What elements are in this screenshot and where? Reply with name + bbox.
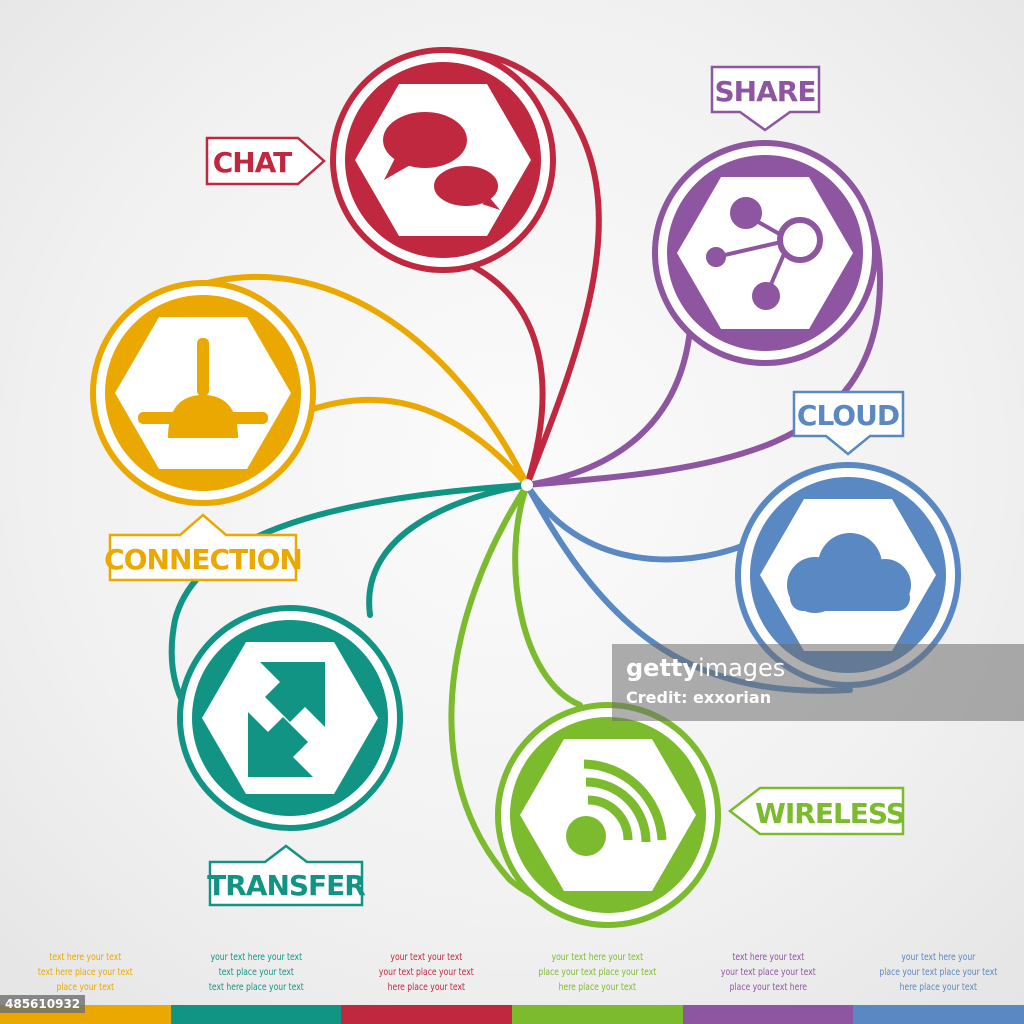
text-line: place your text here [729, 982, 807, 993]
label-chat: CHAT [213, 146, 292, 179]
text-column: your text your text your text place your … [354, 950, 499, 995]
label-chat-box [205, 136, 326, 186]
label-share-box [710, 65, 821, 132]
text-column: text here your text text here place your … [13, 950, 158, 995]
node-share[interactable] [652, 140, 878, 366]
text-line: place your text place your text [879, 967, 998, 978]
node-wireless[interactable] [495, 702, 721, 928]
text-line: place your text [56, 982, 115, 993]
text-line: your text here your text [551, 952, 644, 963]
label-connection-box [108, 513, 298, 582]
bar-segment [682, 1005, 854, 1024]
label-share: SHARE [715, 75, 816, 108]
label-cloud: CLOUD [797, 399, 899, 432]
hub [521, 479, 533, 491]
text-line: here place your text [387, 982, 466, 993]
text-line: text place your text [218, 967, 294, 978]
image-id: 485610932 [0, 995, 86, 1013]
node-cloud[interactable] [735, 462, 961, 688]
text-column: your text here your text place your text … [525, 950, 670, 995]
watermark-brand: gettyimages [626, 654, 786, 682]
chat-bubbles-icon [383, 112, 502, 210]
text-column: your text here your text text place your … [183, 950, 328, 995]
label-transfer: TRANSFER [207, 869, 365, 902]
text-line: place your text place your text [538, 967, 657, 978]
label-wireless-box [727, 786, 905, 836]
node-transfer[interactable] [177, 605, 403, 831]
text-line: your text place your text [379, 967, 475, 978]
watermark: gettyimages Credit: exxorian [612, 644, 1024, 721]
bar-segment [853, 1005, 1024, 1024]
cloud-icon [787, 533, 911, 613]
bar-segment [341, 1005, 513, 1024]
text-line: your text place your text [720, 967, 816, 978]
label-transfer-box [208, 844, 364, 907]
network-connection-icon [138, 338, 268, 438]
transfer-arrows-icon [248, 662, 325, 777]
node-connection[interactable] [90, 280, 316, 506]
text-line: your text your text [390, 952, 463, 963]
bar-segment [512, 1005, 683, 1024]
text-line: text here place your text [37, 967, 133, 978]
text-column: your text here your place your text place… [866, 950, 1011, 995]
text-line: text here place your text [208, 982, 304, 993]
label-connection: CONNECTION [104, 543, 302, 576]
watermark-credit: Credit: exxorian [626, 688, 772, 707]
text-columns: text here your text text here place your … [0, 950, 1024, 995]
text-line: text here your text [49, 952, 122, 963]
color-bar [0, 1005, 1024, 1024]
label-cloud-box [792, 390, 905, 456]
text-line: your text here your [901, 952, 976, 963]
label-wireless: WIRELESS [755, 797, 905, 830]
connector-chat [437, 47, 602, 488]
text-line: your text here your text [210, 952, 302, 963]
bar-segment [170, 1005, 342, 1024]
text-line: here place your text [900, 982, 978, 993]
text-column: text here your text your text place your … [695, 950, 840, 995]
node-chat[interactable] [330, 47, 556, 273]
text-line: here place your text [558, 982, 637, 993]
wireless-icon [566, 759, 667, 856]
text-line: text here your text [732, 952, 804, 963]
share-icon [706, 197, 823, 310]
